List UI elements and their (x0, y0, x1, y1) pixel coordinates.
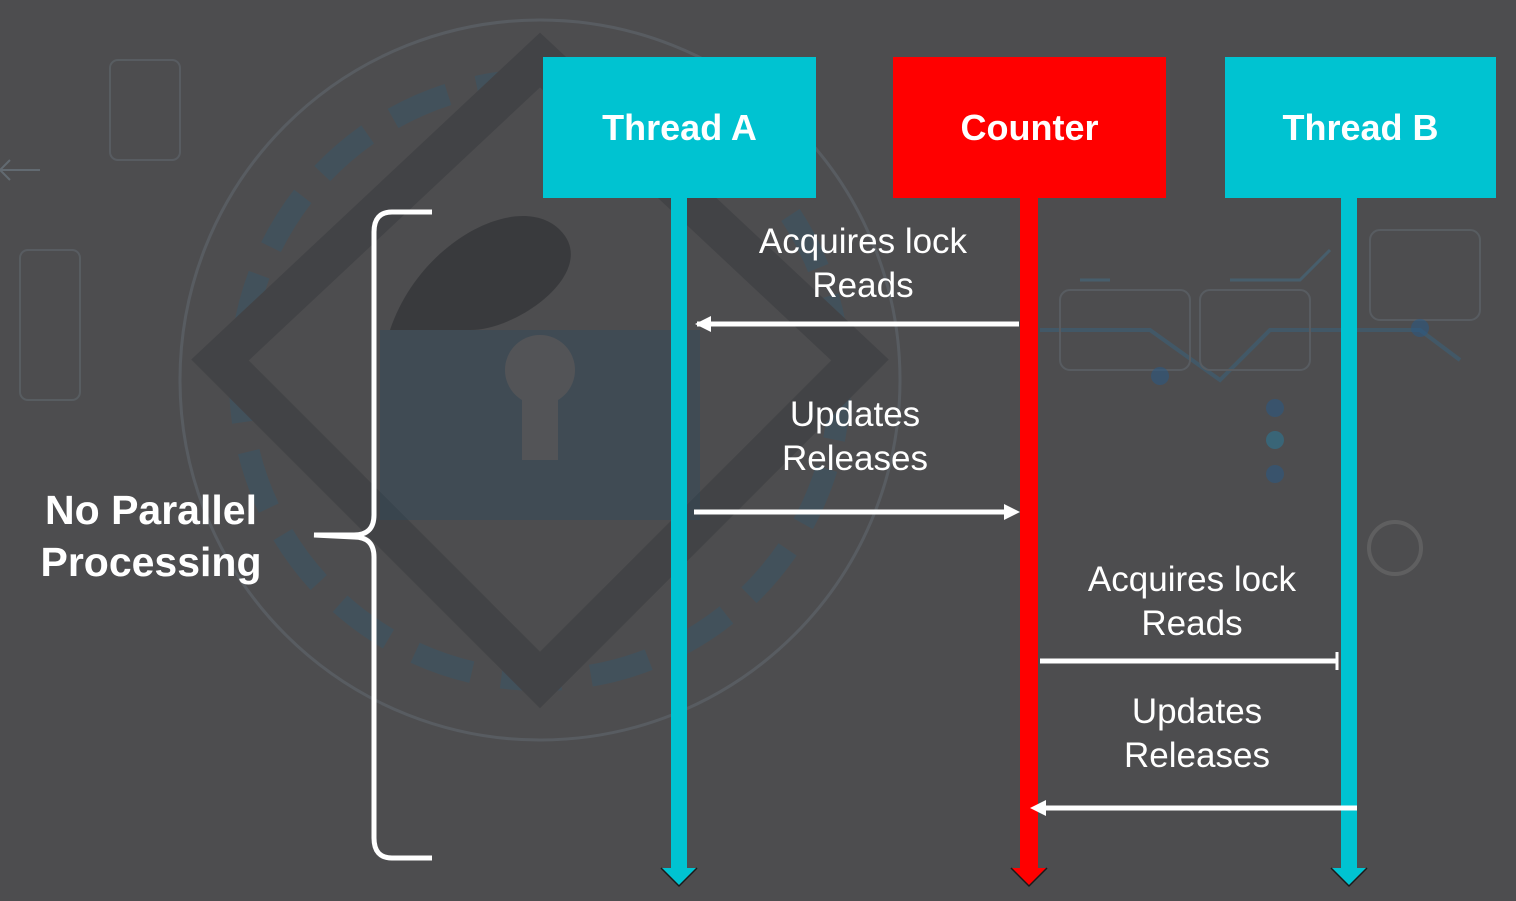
message-4-action: Updates (1131, 692, 1263, 731)
thread-b-label: Thread B (1282, 106, 1439, 148)
thread-a-label: Thread A (602, 106, 757, 148)
message-3-action: Acquires lock (1087, 560, 1297, 599)
message-label-2: Updates Releases (745, 393, 965, 481)
message-1-detail: Reads (812, 266, 914, 305)
no-parallel-processing-label: No Parallel Processing (20, 484, 282, 588)
thread-a-header: Thread A (543, 57, 816, 198)
side-label-line-2: Processing (40, 539, 262, 585)
message-3-detail: Reads (1141, 604, 1243, 643)
message-label-3: Acquires lock Reads (1062, 558, 1322, 646)
message-label-4: Updates Releases (1087, 690, 1307, 778)
side-label-line-1: No Parallel (45, 487, 257, 533)
counter-header: Counter (893, 57, 1166, 198)
message-2-detail: Releases (782, 439, 928, 478)
message-1-action: Acquires lock (758, 222, 968, 261)
thread-b-header: Thread B (1225, 57, 1496, 198)
counter-label: Counter (960, 106, 1099, 148)
message-4-detail: Releases (1124, 736, 1270, 775)
message-2-action: Updates (789, 395, 921, 434)
message-label-1: Acquires lock Reads (733, 220, 993, 308)
